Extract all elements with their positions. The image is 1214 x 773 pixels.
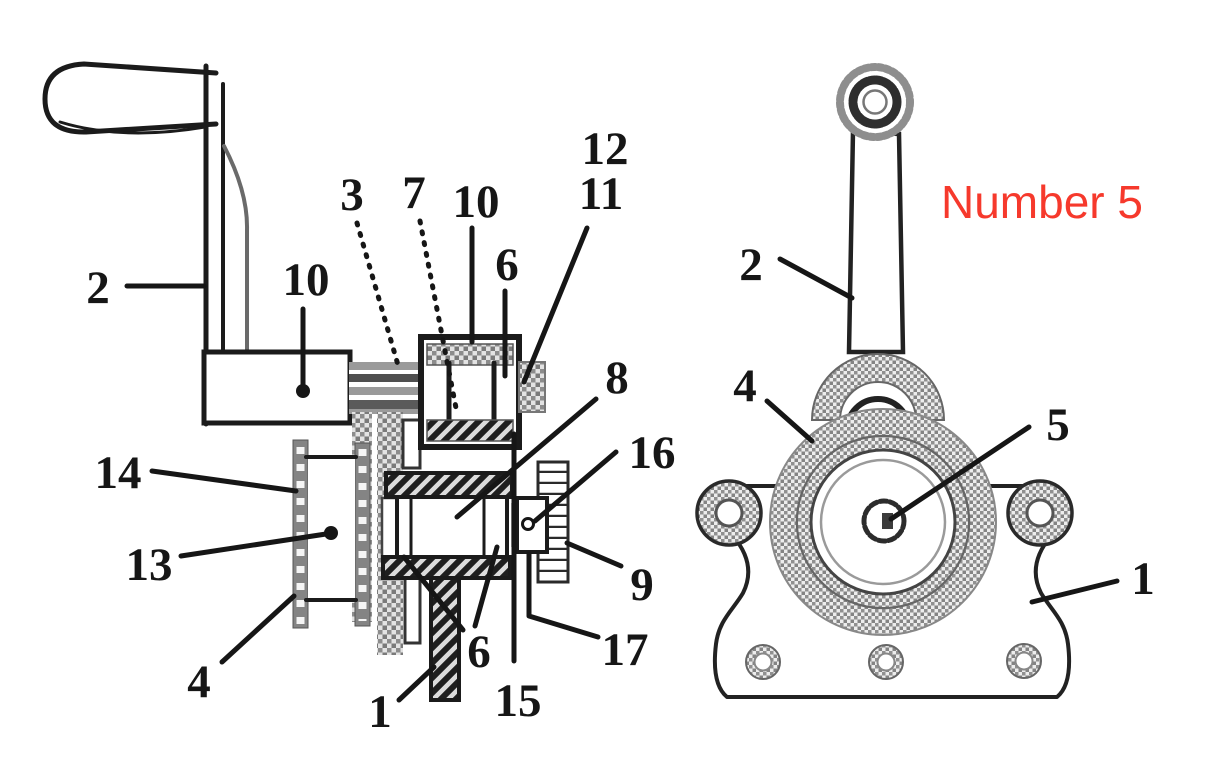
part-label-12: 12 — [582, 123, 629, 175]
part-label-3: 3 — [340, 169, 364, 221]
handle-knob — [836, 63, 914, 141]
shaft-end-tab — [518, 361, 546, 413]
part-label-15: 15 — [495, 675, 542, 727]
part-label-11: 11 — [579, 168, 623, 220]
part-label-5: 5 — [1046, 399, 1070, 451]
drum-front — [769, 408, 997, 636]
leader-line-7 — [417, 218, 459, 411]
leader-line-4 — [764, 398, 815, 444]
leader-line-1 — [1029, 578, 1120, 605]
cable-drum-section — [381, 471, 514, 580]
figure-right-front-view — [695, 63, 1074, 699]
leader-line-3 — [354, 220, 401, 368]
part-label-6: 6 — [495, 239, 519, 291]
part-label-16: 16 — [629, 427, 676, 479]
part-label-10: 10 — [283, 254, 330, 306]
part-label-8: 8 — [605, 352, 629, 404]
leader-line-8 — [454, 396, 599, 520]
part-label-14: 14 — [95, 447, 142, 499]
leader-line-16 — [532, 449, 619, 524]
leader-line-14 — [149, 468, 299, 494]
leader-line-4 — [219, 593, 297, 665]
part-label-17: 17 — [602, 624, 649, 676]
part-label-9: 9 — [630, 559, 654, 611]
leader-dot-13 — [324, 526, 338, 540]
part-label-2: 2 — [86, 262, 110, 314]
base-bolt-holes — [745, 643, 1042, 680]
leader-line-6 — [401, 554, 466, 633]
leader-line-13 — [178, 531, 329, 559]
pinion-gear — [511, 460, 570, 584]
crank-handle-grip — [42, 61, 219, 135]
part-label-2: 2 — [739, 239, 763, 291]
drive-shaft — [349, 362, 422, 414]
part-label-4: 4 — [733, 360, 757, 412]
crank-arm-front — [846, 128, 906, 355]
part-label-4: 4 — [187, 656, 211, 708]
leader-line-2 — [777, 256, 855, 301]
figure-left-side-view — [42, 61, 570, 702]
part-label-6: 6 — [467, 626, 491, 678]
part-label-10: 10 — [453, 176, 500, 228]
leader-dot-10 — [296, 384, 310, 398]
left-ear-lug — [695, 479, 763, 547]
crank-hub — [201, 349, 353, 426]
part-labels-right: 2 4 5 1 — [733, 239, 1155, 605]
right-ear-lug — [1006, 479, 1074, 547]
leader-line-5 — [888, 424, 1032, 522]
leader-line-9 — [564, 540, 624, 569]
leader-line-1 — [396, 664, 437, 703]
leader-line-11 — [521, 225, 590, 385]
leader-line-6 — [472, 544, 500, 629]
part-label-1: 1 — [368, 686, 392, 738]
leader-line-17 — [526, 551, 601, 640]
part-label-13: 13 — [126, 539, 173, 591]
red-annotation-number-5: Number 5 — [941, 176, 1143, 228]
gearbox-housing — [418, 334, 546, 450]
leader-ring-16 — [521, 517, 535, 531]
part-label-7: 7 — [402, 167, 426, 219]
part-label-1: 1 — [1131, 553, 1155, 605]
